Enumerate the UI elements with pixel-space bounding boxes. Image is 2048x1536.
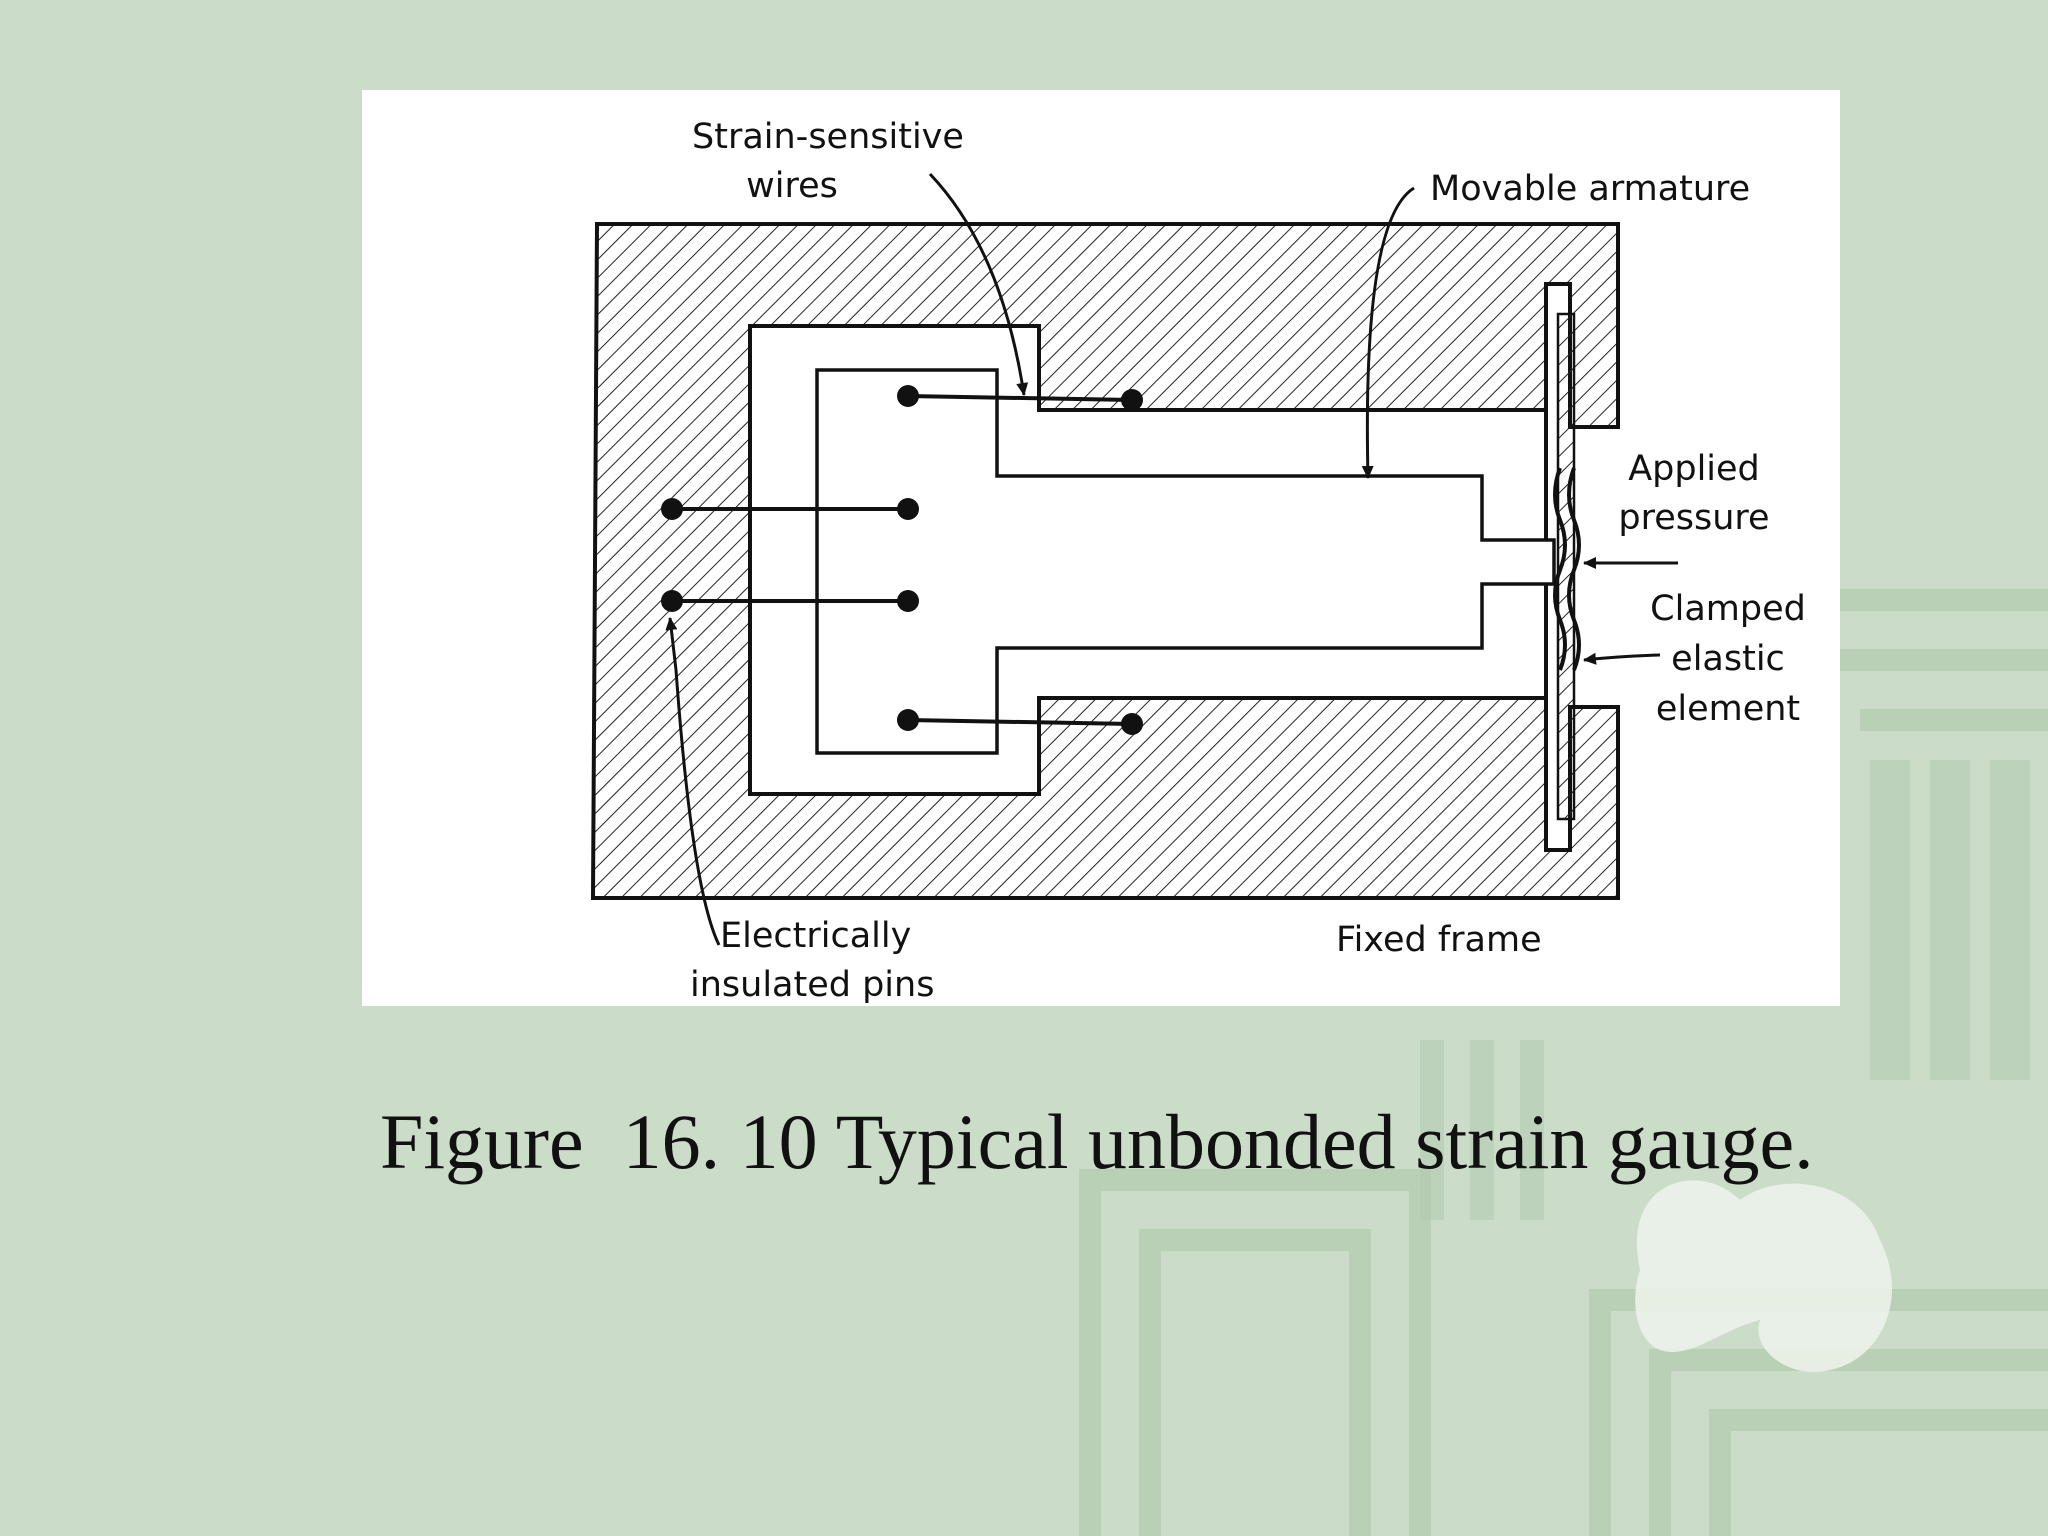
label-insulated-1: Electrically [720, 916, 911, 956]
label-clamped-1: Clamped [1650, 589, 1806, 629]
movable-armature [815, 368, 1556, 755]
insulated-pins [661, 385, 1143, 735]
clamped-element-leader [1583, 652, 1661, 665]
label-insulated-2: insulated pins [690, 965, 934, 1005]
insulated-pins-leader [665, 617, 721, 946]
strain-gauge-diagram: Strain-sensitive wires Movable armature … [590, 117, 1806, 1005]
figure-caption: Figure 16. 10 Typical unbonded strain ga… [380, 1098, 1814, 1185]
fixed-frame [590, 222, 1620, 900]
label-fixed-frame: Fixed frame [1336, 920, 1542, 960]
label-strain-sensitive-1: Strain-sensitive [692, 117, 964, 157]
diagram-panel: Strain-sensitive wires Movable armature … [362, 90, 1840, 1006]
label-clamped-3: element [1656, 689, 1800, 729]
label-applied-pressure-1: Applied [1628, 449, 1760, 489]
label-strain-sensitive-2: wires [746, 166, 838, 206]
strain-sensitive-wires [672, 394, 1133, 726]
label-movable-armature: Movable armature [1430, 169, 1750, 209]
strain-wires-leader [928, 172, 1029, 396]
dragon-emblem-icon [1635, 1180, 1892, 1372]
label-clamped-2: elastic [1671, 639, 1785, 679]
clamped-elastic-element [1553, 312, 1581, 821]
label-applied-pressure-2: pressure [1618, 498, 1769, 538]
armature-leader [1361, 186, 1415, 479]
